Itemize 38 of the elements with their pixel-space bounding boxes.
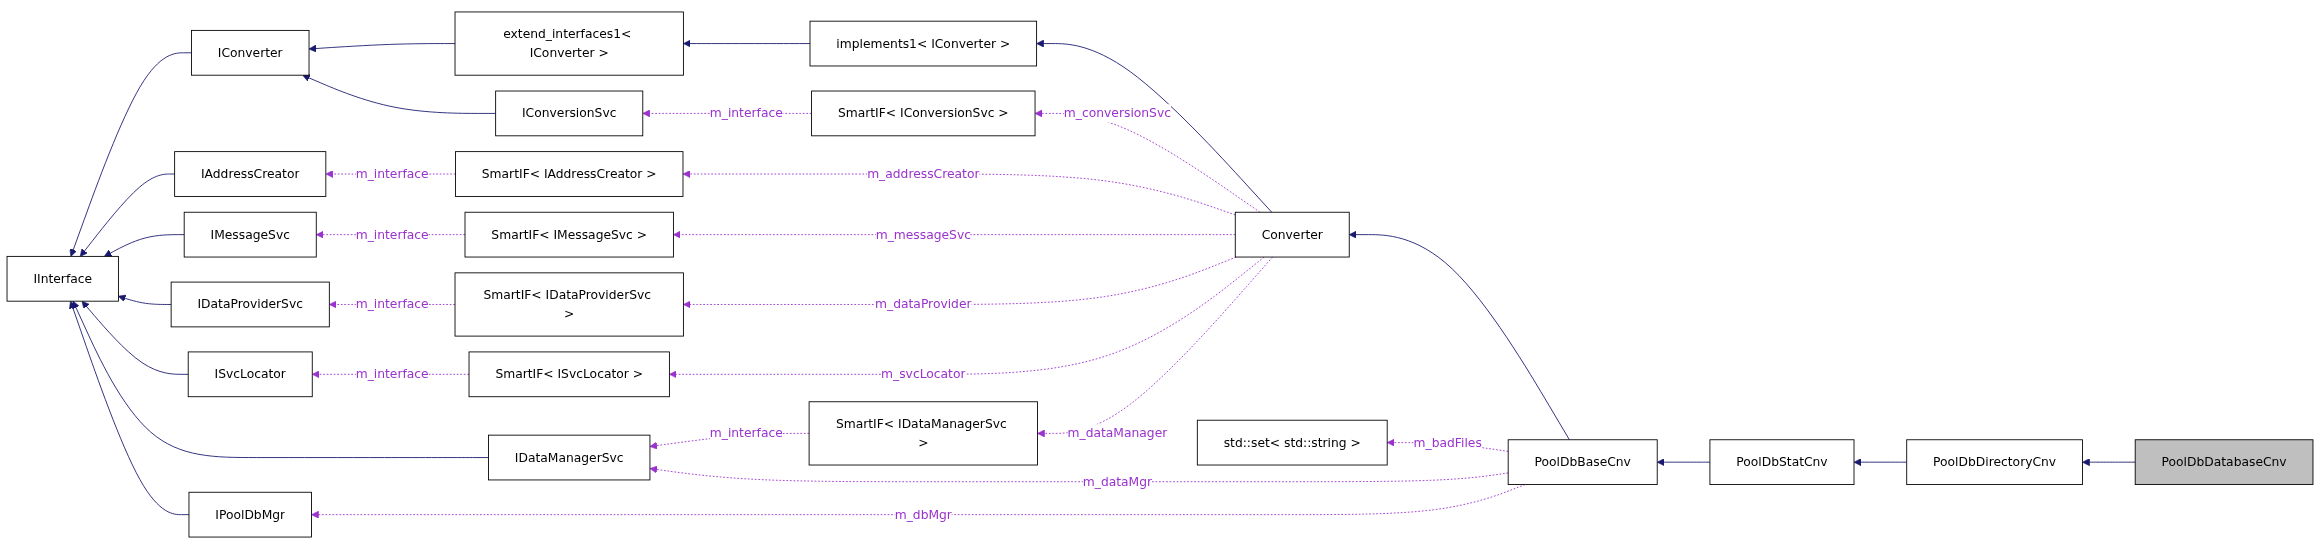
edge-label: m_dataMgr	[1082, 474, 1153, 489]
node-box: PoolDbDirectoryCnv	[1906, 439, 2083, 485]
edge-label: m_interface	[355, 227, 429, 242]
edge-label: m_interface	[355, 166, 429, 181]
node-box: IDataProviderSvc	[170, 281, 330, 328]
edge-label: m_dataProvider	[875, 297, 972, 312]
node-box: IAddressCreator	[174, 151, 327, 197]
node-box: SmartIF< ISvcLocator >	[468, 351, 670, 398]
edge-label: m_messageSvc	[875, 227, 971, 242]
node-box: SmartIF< IMessageSvc >	[464, 211, 674, 258]
edge-label: m_interface	[709, 425, 783, 440]
node-box: IConverter	[191, 29, 310, 76]
node-box: SmartIF< IDataProviderSvc >	[454, 272, 684, 337]
edge-label: m_addressCreator	[867, 166, 980, 181]
node-box: Converter	[1234, 211, 1350, 258]
node-box: std::set< std::string >	[1196, 419, 1388, 466]
node-box: SmartIF< IConversionSvc >	[811, 90, 1036, 137]
edge-label: m_badFiles	[1413, 435, 1482, 450]
node-box: SmartIF< IDataManagerSvc >	[808, 401, 1038, 466]
node-box: IPoolDbMgr	[188, 491, 312, 538]
edge-label: m_dataManager	[1067, 425, 1168, 440]
node-box: SmartIF< IAddressCreator >	[455, 151, 684, 197]
node-box: IDataManagerSvc	[488, 434, 651, 481]
node-box: implements1< IConverter >	[809, 20, 1038, 67]
edge-label: m_interface	[355, 297, 429, 312]
node-box: PoolDbDatabaseCnv	[2134, 439, 2314, 485]
edge-label: m_interface	[709, 105, 783, 120]
edge-label: m_svcLocator	[881, 366, 966, 381]
edge-label: m_interface	[355, 366, 429, 381]
node-box: extend_interfaces1< IConverter >	[454, 11, 684, 76]
node-box: IInterface	[6, 255, 119, 302]
node-box: IConversionSvc	[495, 90, 644, 137]
node-box: PoolDbBaseCnv	[1507, 439, 1658, 485]
node-box: IMessageSvc	[183, 211, 317, 258]
edge-label: m_conversionSvc	[1063, 105, 1171, 120]
edge-label: m_dbMgr	[894, 507, 952, 522]
node-box: PoolDbStatCnv	[1709, 439, 1855, 485]
node-box: ISvcLocator	[187, 351, 313, 398]
